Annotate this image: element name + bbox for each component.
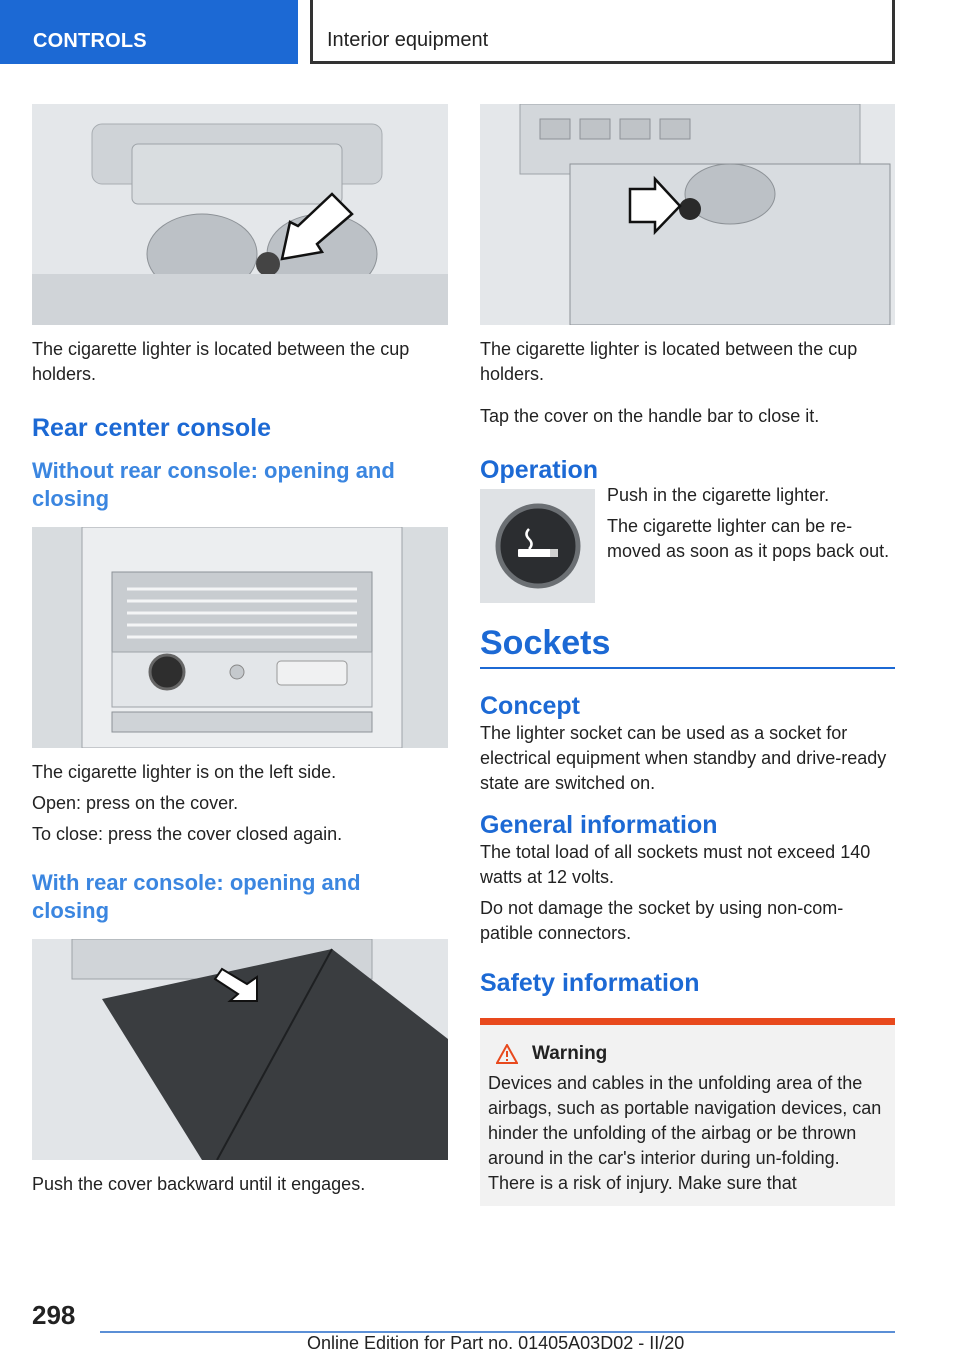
- rear-console-open-photo: [32, 527, 448, 748]
- left-column: The cigarette lighter is located between…: [32, 104, 448, 1197]
- warning-header: Warning: [488, 1043, 887, 1065]
- caption-lighter-location-right: The cigarette lighter is located between…: [480, 339, 858, 384]
- rear-console-cover-photo: [32, 939, 448, 1160]
- caption-lighter-location: The cigarette lighter is located between…: [32, 339, 410, 384]
- arrow-icon: [213, 967, 258, 1002]
- front-console-lighter-photo: [480, 104, 895, 325]
- footer-edition: Online Edition for Part no. 01405A03D02 …: [307, 1333, 685, 1353]
- page-number: 298: [32, 1300, 76, 1330]
- heading-operation: Operation: [480, 456, 599, 484]
- warning-triangle-icon: [496, 1044, 518, 1064]
- para-concept: The lighter socket can be used as a sock…: [480, 723, 887, 793]
- heading-rear-center-console: Rear center console: [32, 414, 271, 442]
- page-header: Interior equipment: [310, 0, 895, 64]
- section-label: CONTROLS: [33, 30, 147, 52]
- footer-rule: [100, 1331, 895, 1333]
- heading-general-information: General information: [480, 811, 718, 839]
- section-tab: CONTROLS: [0, 0, 298, 64]
- para-load: The total load of all sockets must not e…: [480, 842, 871, 887]
- page-header-title: Interior equipment: [327, 29, 489, 51]
- heading-with-rear-console: With rear console: opening and closing: [32, 870, 361, 923]
- arrow-icon: [280, 192, 354, 261]
- para-lighter-left-side: The cigarette lighter is on the left sid…: [32, 762, 337, 782]
- warning-text: Devices and cables in the unfolding area…: [488, 1073, 882, 1193]
- para-close: To close: press the cover closed again.: [32, 824, 343, 844]
- para-push-cover: Push the cover backward until it engages…: [32, 1174, 366, 1194]
- cigarette-lighter-icon: [495, 503, 580, 589]
- para-damage: Do not damage the socket by using non-co…: [480, 898, 844, 943]
- lighter-button-picture: [480, 489, 595, 603]
- operation-text: Push in the cigarette lighter. The cigar…: [607, 485, 895, 564]
- para-tap-cover: Tap the cover on the handle bar to close…: [480, 406, 820, 426]
- right-column: The cigarette lighter is located between…: [480, 104, 895, 1206]
- heading-safety-information: Safety information: [480, 969, 700, 997]
- warning-label: Warning: [532, 1043, 608, 1064]
- para-removed: The cigarette lighter can be re-moved as…: [607, 516, 890, 561]
- cupholder-lighter-photo: [32, 104, 448, 325]
- heading-concept: Concept: [480, 692, 580, 720]
- para-open: Open: press on the cover.: [32, 793, 239, 813]
- heading-sockets: Sockets: [480, 624, 611, 662]
- warning-box: Warning Devices and cables in the unfold…: [480, 1018, 895, 1206]
- heading-without-rear-console: Without rear console: opening and closin…: [32, 458, 395, 511]
- arrow-icon: [628, 175, 682, 236]
- operation-row: Push in the cigarette lighter. The cigar…: [480, 485, 895, 609]
- section-rule: [480, 667, 895, 669]
- para-push-lighter: Push in the cigarette lighter.: [607, 485, 830, 505]
